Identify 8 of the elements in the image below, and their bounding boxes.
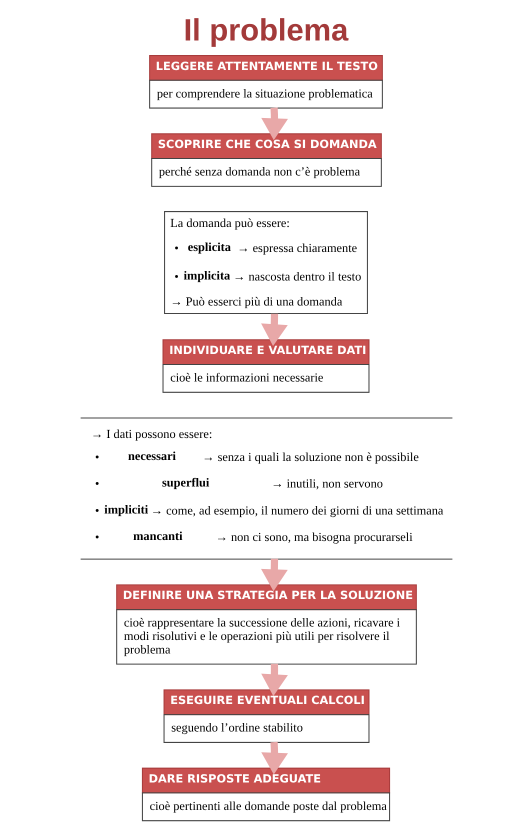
diagram-title: Il problema — [183, 12, 348, 48]
arrow — [260, 107, 288, 140]
arrow — [260, 558, 288, 592]
arrow — [260, 314, 288, 346]
arrow — [260, 664, 288, 696]
node-text: → I dati possono essere: • necessari → senza i quali la soluzione non è possibile • superflui → inutili, non servono • impliciti → come, ad esempio, il numero dei giorni di una settimana • mancanti → non ci sono, ma bisogna procurarseli — [90, 427, 443, 544]
arrow — [260, 742, 288, 775]
node-box: La domanda può essere: • esplicita → espressa chiaramente • implicita → nascosta dentro il testo → Può esserci più di una domanda — [164, 211, 368, 314]
